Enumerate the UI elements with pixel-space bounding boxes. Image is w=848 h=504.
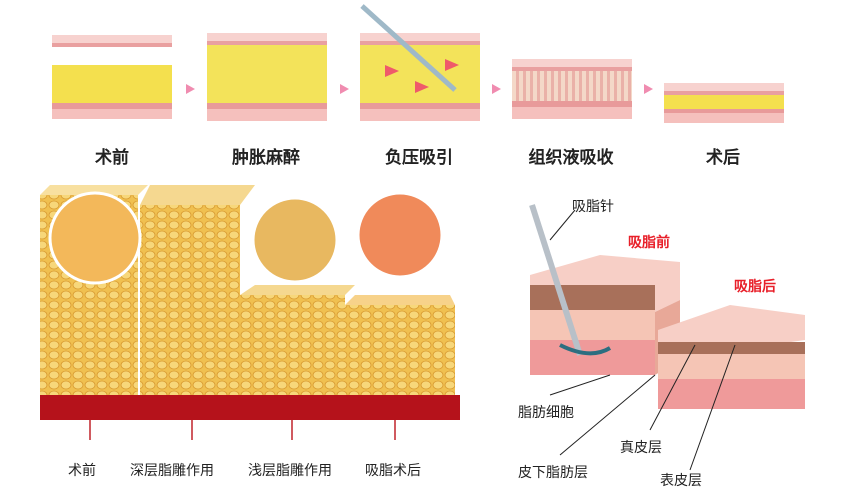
step-label: 术前 — [95, 148, 129, 168]
after-label: 吸脂后 — [734, 279, 776, 295]
cannula-label: 吸脂针 — [572, 199, 614, 215]
bottom-label: 浅层脂雕作用 — [248, 463, 332, 479]
step-label: 术后 — [706, 148, 740, 168]
arrow-icon — [644, 84, 653, 94]
panel-before — [52, 33, 172, 123]
panel-absorption — [512, 33, 632, 123]
epidermis-label: 表皮层 — [660, 473, 702, 489]
arrow-icon — [492, 84, 501, 94]
fat-cells-label: 脂肪细胞 — [518, 405, 574, 421]
step-label: 肿胀麻醉 — [232, 148, 300, 168]
panel-after — [664, 33, 784, 123]
before-label: 吸脂前 — [628, 235, 670, 251]
panel-tumescent — [207, 33, 327, 123]
step-label: 组织液吸收 — [528, 148, 614, 168]
subcutaneous-label: 皮下脂肪层 — [518, 465, 588, 481]
arrow-icon — [186, 84, 195, 94]
step-label: 负压吸引 — [385, 148, 453, 168]
bottom-label: 术前 — [68, 463, 96, 479]
panel-suction — [360, 33, 480, 123]
arrow-icon — [340, 84, 349, 94]
bottom-label: 深层脂雕作用 — [130, 463, 214, 479]
dermis-label: 真皮层 — [620, 440, 662, 456]
bottom-label: 吸脂术后 — [365, 463, 421, 479]
